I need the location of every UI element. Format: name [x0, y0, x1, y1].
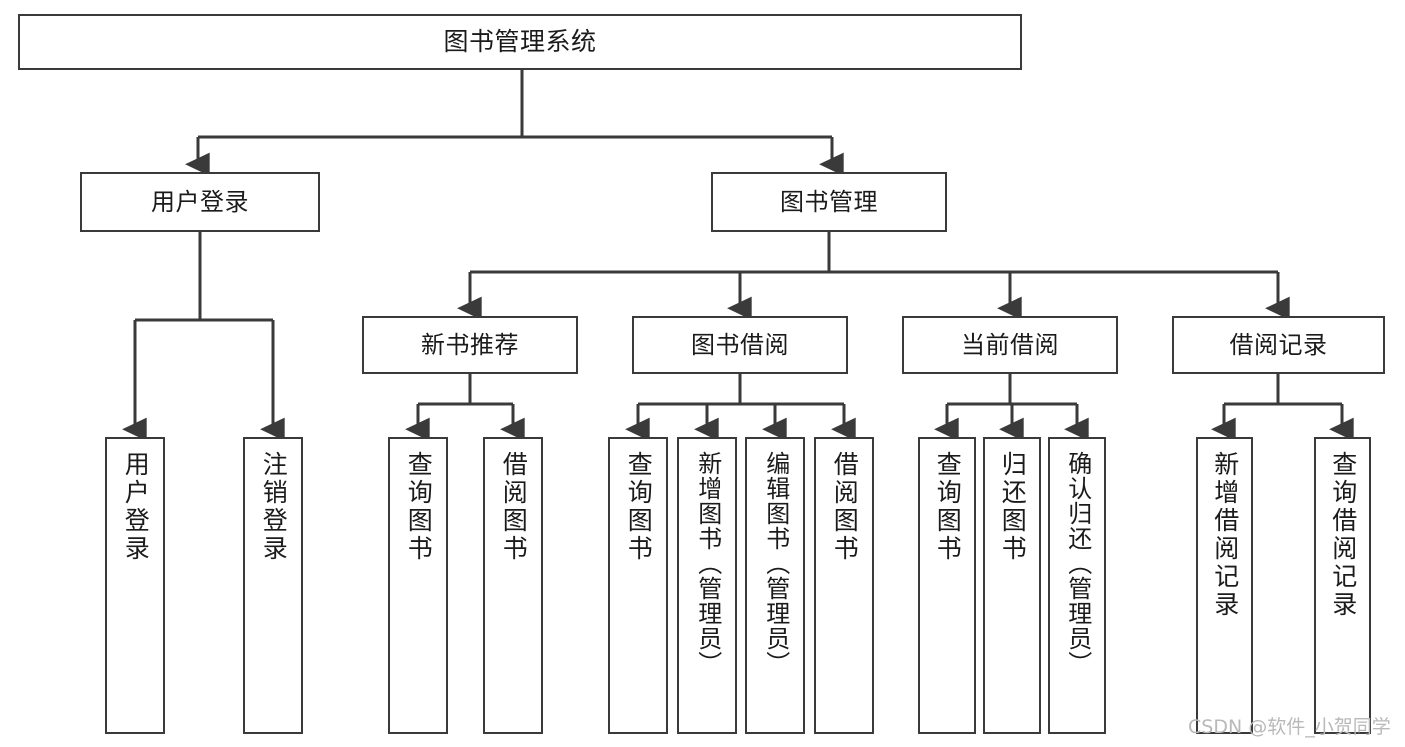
node-borrow-record[interactable]: 借阅记录	[1172, 316, 1385, 374]
node-leaf-borrow-book-2[interactable]: 借阅图书	[814, 437, 874, 734]
node-leaf-add-record-label: 新增借阅记录	[1210, 451, 1240, 619]
node-leaf-confirm-return-label: 确认归还（管理员）	[1063, 451, 1092, 676]
node-leaf-query-book-2-label: 查询图书	[624, 451, 654, 563]
node-leaf-user-login[interactable]: 用户登录	[105, 437, 165, 734]
node-leaf-edit-book[interactable]: 编辑图书（管理员）	[745, 437, 805, 734]
node-leaf-query-book-1-label: 查询图书	[404, 451, 434, 563]
node-leaf-query-book-2[interactable]: 查询图书	[608, 437, 668, 734]
node-current-borrow-label: 当前借阅	[961, 331, 1059, 359]
node-leaf-add-book[interactable]: 新增图书（管理员）	[677, 437, 737, 734]
node-borrow-record-label: 借阅记录	[1229, 331, 1328, 359]
node-leaf-user-login-label: 用户登录	[121, 451, 151, 563]
node-book-borrow-label: 图书借阅	[691, 331, 789, 359]
node-leaf-borrow-book-1-label: 借阅图书	[499, 451, 529, 563]
node-leaf-return-book-label: 归还图书	[998, 451, 1028, 563]
node-leaf-add-record[interactable]: 新增借阅记录	[1196, 437, 1253, 734]
node-current-borrow[interactable]: 当前借阅	[902, 316, 1118, 374]
node-leaf-add-book-label: 新增图书（管理员）	[693, 451, 722, 676]
node-root[interactable]: 图书管理系统	[18, 14, 1022, 70]
node-new-book-recommend-label: 新书推荐	[421, 331, 519, 359]
node-user-login-label: 用户登录	[151, 188, 249, 216]
node-root-label: 图书管理系统	[443, 27, 597, 57]
node-leaf-user-logout-label: 注销登录	[259, 451, 289, 563]
node-leaf-borrow-book-2-label: 借阅图书	[830, 451, 860, 563]
node-new-book-recommend[interactable]: 新书推荐	[362, 316, 578, 374]
node-leaf-edit-book-label: 编辑图书（管理员）	[761, 451, 790, 676]
node-book-manage[interactable]: 图书管理	[711, 172, 947, 232]
node-leaf-query-record-label: 查询借阅记录	[1328, 451, 1358, 619]
node-leaf-query-book-3-label: 查询图书	[933, 451, 963, 563]
csdn-watermark: CSDN @软件_小贺同学	[1188, 716, 1391, 738]
node-book-borrow[interactable]: 图书借阅	[632, 316, 848, 374]
node-leaf-user-logout[interactable]: 注销登录	[243, 437, 303, 734]
node-leaf-borrow-book-1[interactable]: 借阅图书	[483, 437, 543, 734]
node-book-manage-label: 图书管理	[780, 188, 878, 216]
node-leaf-confirm-return[interactable]: 确认归还（管理员）	[1048, 437, 1106, 734]
node-leaf-query-book-1[interactable]: 查询图书	[388, 437, 448, 734]
node-leaf-return-book[interactable]: 归还图书	[983, 437, 1041, 734]
node-leaf-query-book-3[interactable]: 查询图书	[918, 437, 976, 734]
node-user-login[interactable]: 用户登录	[80, 172, 320, 232]
node-leaf-query-record[interactable]: 查询借阅记录	[1314, 437, 1371, 734]
